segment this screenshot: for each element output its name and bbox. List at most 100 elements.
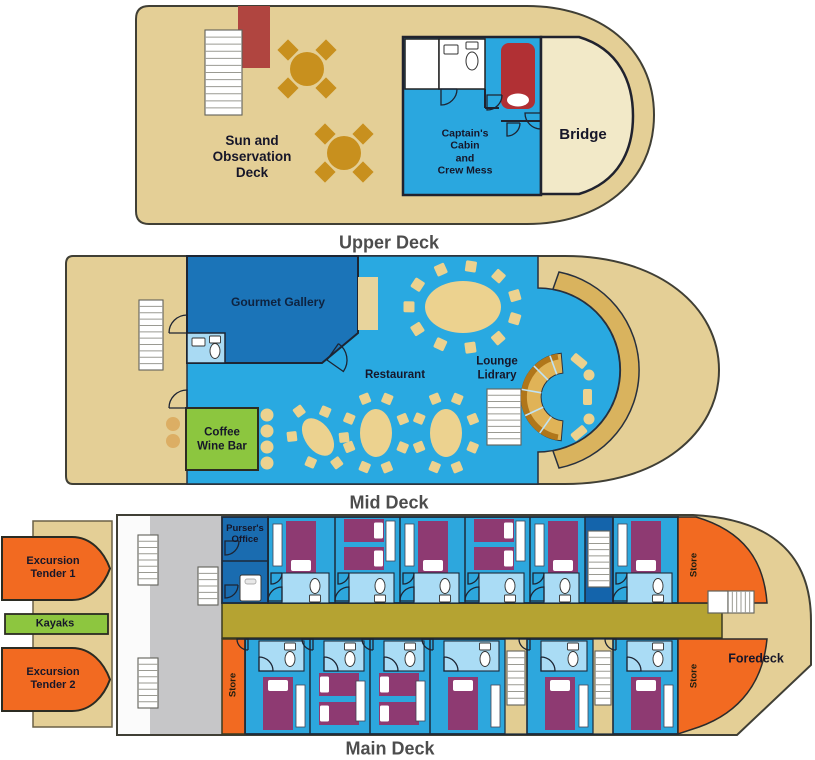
door-arc	[168, 314, 188, 334]
dining-table	[403, 260, 522, 354]
door-arc	[402, 572, 415, 585]
door-arc	[224, 584, 239, 599]
stairs-icon	[486, 388, 522, 446]
door-arc	[467, 572, 480, 585]
mid-deck-svg	[65, 255, 720, 485]
stool-icon	[260, 456, 274, 470]
toilet-icon	[309, 578, 321, 603]
stairs-icon	[204, 29, 243, 116]
main-deck-svg	[1, 514, 812, 736]
bed-pillow	[507, 93, 529, 107]
stool-icon	[166, 417, 180, 431]
door-arc	[326, 343, 348, 373]
stairs-icon	[727, 590, 755, 614]
door-arc	[604, 638, 617, 651]
door-arc	[443, 656, 459, 672]
door-arc	[224, 540, 240, 556]
toilet-icon	[567, 642, 579, 667]
stool-icon	[166, 434, 180, 448]
toilet-tank	[465, 41, 479, 50]
toilet-icon	[559, 578, 571, 603]
cabin	[612, 517, 673, 604]
door-arc	[236, 638, 249, 651]
door-arc	[540, 656, 556, 672]
foredeck-stair-landing	[707, 590, 729, 614]
coffee-wine-bar-room	[185, 407, 259, 471]
stairs-icon	[587, 530, 611, 588]
toilet-icon	[284, 642, 296, 667]
door-arc	[267, 586, 283, 602]
store-room-left	[221, 638, 246, 735]
door-arc	[323, 656, 339, 672]
dining-table	[286, 404, 350, 470]
mid-deck-title: Mid Deck	[349, 492, 429, 513]
toilet-icon	[439, 578, 451, 603]
cabin	[236, 638, 306, 734]
door-arc	[399, 586, 415, 602]
toilet-icon	[652, 578, 664, 603]
stairs-icon	[594, 650, 612, 706]
door-arc	[258, 656, 274, 672]
cabin	[604, 638, 674, 734]
cabin	[464, 517, 526, 604]
door-arc	[301, 638, 314, 651]
toilet-icon	[209, 335, 221, 359]
stool-icon	[260, 440, 274, 454]
cabin	[529, 517, 580, 604]
chair-ring	[286, 404, 350, 470]
captains-bed	[501, 43, 535, 109]
stairs-icon	[197, 566, 219, 606]
door-arc	[518, 638, 531, 651]
toilet-icon	[479, 642, 491, 667]
upper-deck-svg	[135, 5, 655, 225]
door-arc	[506, 122, 521, 137]
serving-counter	[358, 277, 378, 330]
door-arc	[615, 572, 628, 585]
door-arc	[383, 656, 399, 672]
corridor	[221, 602, 723, 639]
storage-room	[404, 38, 440, 90]
door-arc	[464, 586, 480, 602]
door-arc	[270, 572, 283, 585]
cabin	[361, 638, 426, 734]
chair-ring	[343, 392, 409, 474]
fridge-handle	[244, 578, 257, 585]
cabin	[399, 517, 460, 604]
cabin	[334, 517, 396, 604]
cabin	[267, 517, 330, 604]
stool-icon	[260, 424, 274, 438]
door-arc	[337, 572, 350, 585]
door-arc	[440, 88, 458, 106]
toilet-icon	[652, 642, 664, 667]
toilet-icon	[465, 51, 479, 71]
stairs-icon	[137, 657, 159, 709]
dining-table	[343, 392, 409, 474]
chair-ring	[403, 260, 522, 354]
door-arc	[529, 586, 545, 602]
gray-platform	[150, 516, 232, 734]
door-arc	[486, 94, 503, 111]
cabin	[301, 638, 366, 734]
door-arc	[421, 638, 434, 651]
stairs-icon	[138, 299, 164, 371]
captains-cabin-room	[401, 35, 543, 197]
door-arc	[168, 389, 188, 409]
toilet-icon	[504, 578, 516, 603]
bow-walkway	[551, 271, 640, 469]
main-deck-title: Main Deck	[345, 738, 435, 759]
dining-table	[413, 392, 479, 474]
main-deck-plan: Purser's Office Excursion Tender 1 Excur…	[0, 513, 815, 738]
door-arc	[626, 656, 642, 672]
toilet-icon	[344, 642, 356, 667]
door-arc	[524, 112, 542, 130]
store-room-bottom	[677, 638, 768, 736]
mid-deck-plan: Gourmet Gallery Restaurant Lounge Lidrar…	[65, 255, 720, 485]
door-arc	[334, 586, 350, 602]
sink-icon	[191, 337, 206, 347]
door-arc	[361, 638, 374, 651]
sink-icon	[443, 44, 459, 55]
cabin	[421, 638, 501, 734]
excursion-tender-2-boat	[1, 647, 112, 712]
stool-icon	[260, 408, 274, 422]
